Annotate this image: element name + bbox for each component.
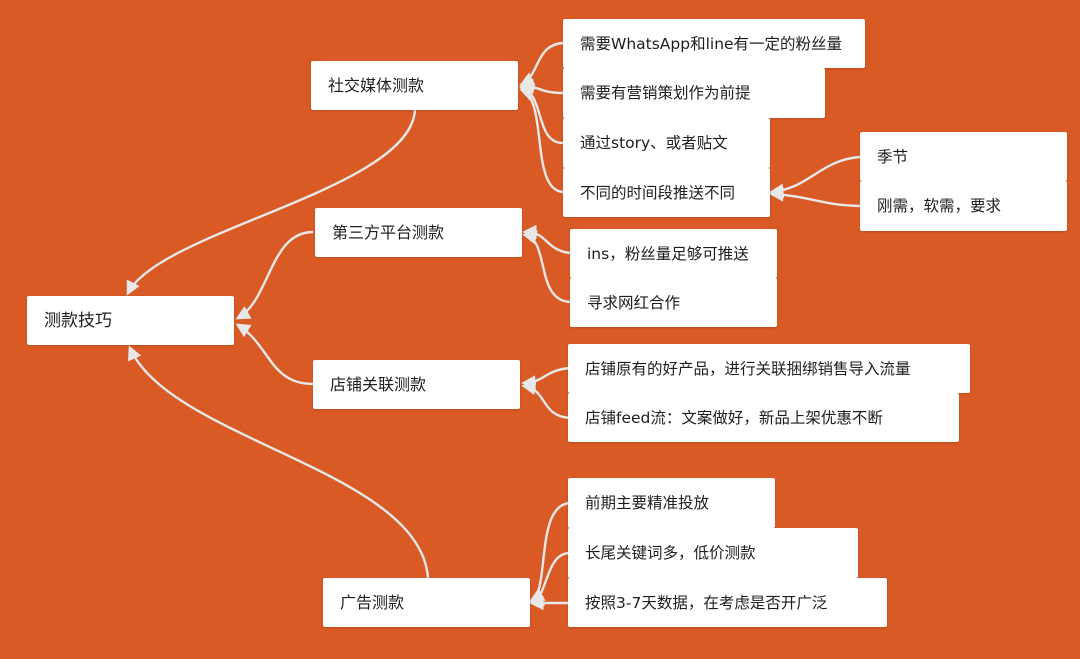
connector-store-leaf-2: [521, 380, 571, 420]
mindmap-root-node[interactable]: 测款技巧: [27, 296, 234, 345]
leaf-node-social-4[interactable]: 不同的时间段推送不同: [563, 168, 770, 217]
leaf-label: 需要WhatsApp和line有一定的粉丝量: [580, 34, 843, 53]
leaf-node-social-2[interactable]: 需要有营销策划作为前提: [563, 68, 825, 118]
leaf-node-thirdparty-2[interactable]: 寻求网红合作: [570, 278, 777, 327]
leaf-node-ads-1[interactable]: 前期主要精准投放: [568, 478, 775, 528]
connector-timing-leaf-2: [769, 187, 861, 208]
leaf-node-social-1[interactable]: 需要WhatsApp和line有一定的粉丝量: [563, 19, 865, 68]
leaf-node-timing-1[interactable]: 季节: [860, 132, 1067, 181]
leaf-label: 刚需，软需，要求: [877, 197, 1002, 215]
leaf-node-timing-2[interactable]: 刚需，软需，要求: [860, 181, 1067, 231]
connector-thirdparty-leaf-2: [522, 230, 571, 304]
leaf-node-social-3[interactable]: 通过story、或者贴文: [563, 118, 770, 168]
branch-node-third-party[interactable]: 第三方平台测款: [315, 208, 522, 257]
leaf-label: ins，粉丝量足够可推送: [587, 244, 749, 263]
leaf-label: 店铺feed流：文案做好，新品上架优惠不断: [585, 408, 883, 427]
leaf-label: 通过story、或者贴文: [580, 134, 728, 152]
leaf-node-ads-2[interactable]: 长尾关键词多，低价测款: [568, 528, 858, 578]
connector-ads-leaf-1: [529, 501, 571, 602]
root-label: 测款技巧: [44, 310, 112, 331]
branch-label: 广告测款: [340, 592, 405, 612]
leaf-label: 前期主要精准投放: [585, 494, 710, 512]
leaf-node-store-1[interactable]: 店铺原有的好产品，进行关联捆绑销售导入流量: [568, 344, 970, 393]
leaf-label: 寻求网红合作: [587, 293, 681, 312]
leaf-label: 不同的时间段推送不同: [580, 183, 736, 202]
connector-store-leaf-1: [521, 366, 571, 390]
connector-root-store: [235, 323, 314, 386]
connector-timing-leaf-1: [769, 155, 861, 198]
connector-thirdparty-leaf-1: [522, 224, 571, 255]
leaf-label: 需要有营销策划作为前提: [580, 84, 751, 102]
branch-node-ads[interactable]: 广告测款: [323, 578, 530, 627]
branch-label: 店铺关联测款: [330, 374, 427, 394]
leaf-node-store-2[interactable]: 店铺feed流：文案做好，新品上架优惠不断: [568, 393, 959, 442]
connector-social-leaf-4: [519, 87, 564, 194]
connector-social-leaf-1: [519, 41, 564, 86]
leaf-node-ads-3[interactable]: 按照3-7天数据，在考虑是否开广泛: [568, 578, 887, 627]
leaf-label: 店铺原有的好产品，进行关联捆绑销售导入流量: [585, 359, 911, 378]
branch-label: 第三方平台测款: [332, 222, 445, 242]
branch-node-social-media[interactable]: 社交媒体测款: [311, 61, 518, 110]
connector-root-social: [126, 109, 417, 296]
leaf-label: 长尾关键词多，低价测款: [585, 544, 756, 562]
connector-root-ads: [128, 345, 430, 579]
branch-node-store[interactable]: 店铺关联测款: [313, 360, 520, 409]
leaf-node-thirdparty-1[interactable]: ins，粉丝量足够可推送: [570, 229, 777, 278]
connector-root-thirdparty: [235, 230, 314, 320]
leaf-label: 季节: [877, 147, 909, 166]
leaf-label: 按照3-7天数据，在考虑是否开广泛: [585, 593, 828, 612]
branch-label: 社交媒体测款: [328, 75, 425, 95]
